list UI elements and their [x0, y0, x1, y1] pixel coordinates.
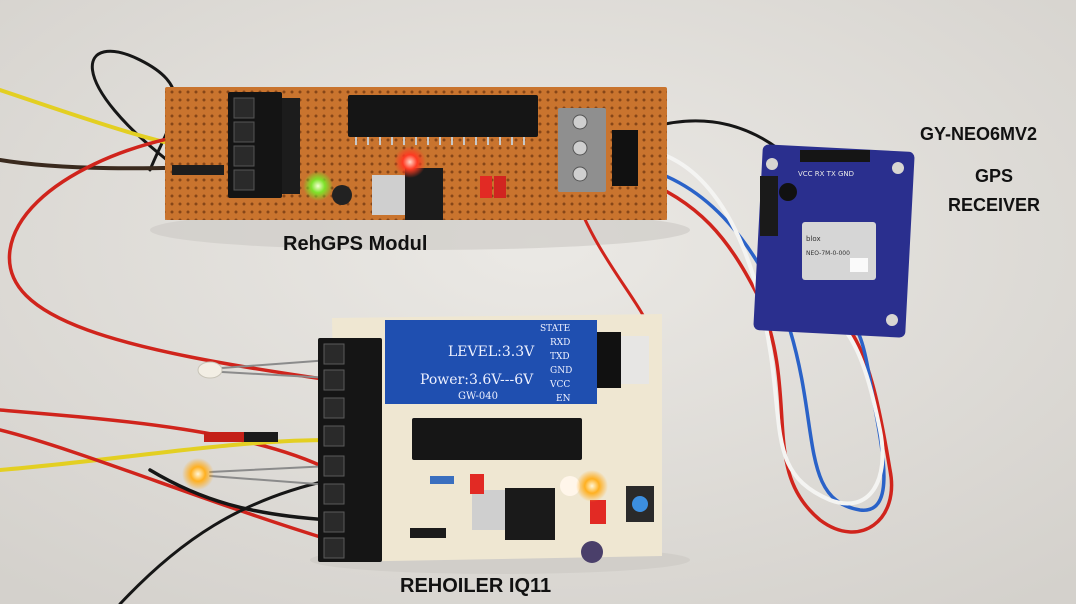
bt-pin-gnd: GND: [550, 366, 572, 376]
gps-model-label: GY-NEO6MV2: [920, 124, 1038, 144]
loose-leds: [182, 361, 278, 490]
gps-brand: blox: [806, 235, 821, 243]
led-red-top: [394, 146, 426, 178]
led-white-bottom: [560, 476, 580, 496]
bt-model-text: GW-040: [458, 391, 498, 402]
bt-pin-en: EN: [556, 394, 571, 404]
rehgps-board: [165, 87, 667, 220]
rehoiler-label: REHOILER IQ11: [400, 575, 552, 597]
receiver-label: RECEIVER: [948, 195, 1041, 215]
jumper-red: [480, 176, 492, 198]
rehgps-module-label: RehGPS Modul: [283, 233, 428, 255]
capacitor-top: [332, 185, 352, 205]
led-orange-bottom: [576, 470, 608, 502]
red-plug: [204, 432, 244, 442]
gps-pin-labels: VCC RX TX GND: [798, 170, 854, 178]
microcontroller-chip: [348, 95, 538, 137]
led-green-top: [303, 171, 333, 201]
bt-power-text: Power:3.6V---6V: [420, 372, 534, 388]
bt-pin-vcc: VCC: [549, 380, 570, 390]
gps-label: GPS: [975, 166, 1014, 186]
bluetooth-module: [385, 320, 597, 404]
bt-level-text: LEVEL:3.3V: [448, 344, 535, 360]
terminal-block-bottom: [318, 338, 382, 562]
capacitor-bottom: [581, 541, 603, 563]
led-orange-loose: [182, 458, 214, 490]
gps-receiver-board: VCC RX TX GND blox NEO-7M-0-000: [753, 144, 915, 338]
bt-pin-txd: TXD: [550, 352, 570, 362]
led-white-loose: [197, 361, 223, 379]
gps-chip-label: NEO-7M-0-000: [806, 250, 850, 257]
rehoiler-board: LEVEL:3.3V Power:3.6V---6V GW-040 STATE …: [318, 314, 662, 563]
oiler-ic: [412, 418, 582, 460]
bt-pin-state: STATE: [540, 324, 570, 334]
bt-pin-rxd: RXD: [550, 338, 570, 348]
jumper-red-bottom: [470, 474, 484, 494]
